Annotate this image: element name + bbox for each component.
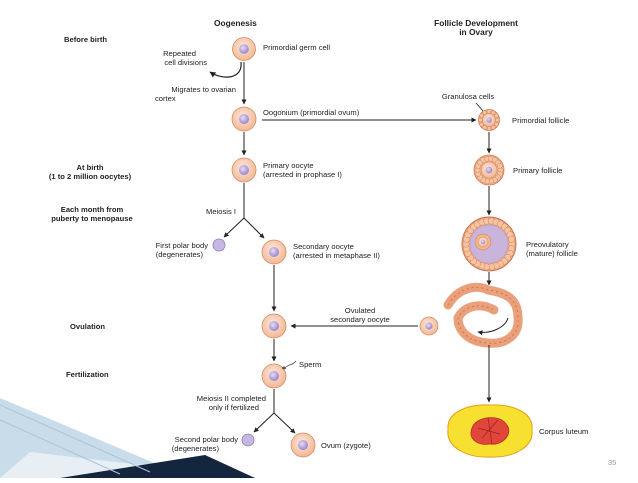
granulosa-cell: [486, 109, 492, 114]
label-meiosis-2-line2: only if fertilized: [209, 403, 259, 412]
granulosa-cell: [479, 113, 484, 118]
granulosa-cell: [479, 122, 484, 127]
label-second-polar-line2: (degenerates): [172, 444, 220, 453]
granulosa-cell: [508, 235, 515, 243]
sperm-icon: [282, 360, 297, 370]
meiosis-2-fork: [253, 389, 296, 434]
granulosa-cell: [497, 163, 503, 169]
label-meiosis-1: Meiosis I: [206, 207, 236, 216]
oogonium-cell: [231, 106, 257, 132]
label-granulosa: Granulosa cells: [442, 92, 495, 101]
granulosa-cell: [494, 122, 499, 127]
corpus-luteum: [447, 404, 533, 458]
heading-oogenesis: Oogenesis: [214, 18, 257, 28]
label-migrates-line2: cortex: [155, 94, 176, 103]
first-polar-body: [212, 238, 226, 252]
stage-fertilization: Fertilization: [66, 370, 109, 379]
label-primordial-follicle: Primordial follicle: [512, 116, 569, 125]
ovum-zygote-cell: [290, 432, 316, 458]
meiosis-1-fork: [223, 183, 265, 239]
stage-monthly-line1: Each month from: [61, 205, 124, 214]
pointer-granulosa: [475, 102, 485, 113]
stage-at-birth-line1: At birth: [77, 163, 104, 172]
primordial-germ-cell: [232, 37, 256, 61]
preovulatory-follicle: [461, 216, 517, 272]
stage-before-birth: Before birth: [64, 35, 107, 44]
granulosa-cell: [482, 125, 487, 130]
heading-follicle-line2: in Ovary: [459, 27, 493, 37]
label-repeated-line1: Repeated: [163, 49, 196, 58]
granulosa-cell: [482, 110, 487, 115]
label-sperm: Sperm: [299, 360, 321, 369]
ruptured-follicle: [443, 282, 523, 348]
label-oogonium: Oogonium (primordial ovum): [263, 108, 360, 117]
granulosa-cell: [491, 110, 496, 115]
ovulated-oocyte-follicle-side: [419, 316, 439, 336]
label-preovulatory-line1: Preovulatory: [526, 240, 569, 249]
label-repeated-line2: cell divisions: [164, 58, 207, 67]
primary-oocyte-cell: [231, 157, 257, 183]
repeat-division-arrow: [209, 61, 242, 78]
label-ovulated-line2: secondary oocyte: [330, 315, 390, 324]
label-first-polar-line1: First polar body: [156, 241, 209, 250]
stage-at-birth-line2: (1 to 2 million oocytes): [49, 172, 132, 181]
granulosa-cell: [491, 125, 496, 130]
fertilized-oocyte-cell: [261, 363, 287, 389]
label-secondary-oocyte-line2: (arrested in metaphase II): [293, 251, 380, 260]
label-corpus-luteum: Corpus luteum: [539, 427, 588, 436]
label-ovum: Ovum (zygote): [321, 441, 371, 450]
label-preovulatory-line2: (mature) follicle: [526, 249, 578, 258]
granulosa-cell: [478, 117, 483, 123]
label-primary-follicle: Primary follicle: [513, 166, 562, 175]
label-primary-oocyte-line2: (arrested in prophase I): [263, 170, 342, 179]
label-second-polar-line1: Second polar body: [175, 435, 239, 444]
primordial-follicle: [478, 109, 500, 131]
slide-corner-decoration: [0, 398, 255, 478]
ovulation-oocyte-cell: [261, 313, 287, 339]
label-secondary-oocyte-line1: Secondary oocyte: [293, 242, 354, 251]
label-first-polar-line2: (degenerates): [156, 250, 204, 259]
secondary-oocyte-cell: [261, 239, 287, 265]
label-meiosis-2-line1: Meiosis II completed: [197, 394, 266, 403]
label-migrates-line1: Migrates to ovarian: [171, 85, 236, 94]
stage-monthly-line2: puberty to menopause: [51, 214, 132, 223]
primary-follicle: [473, 154, 505, 186]
granulosa-cell: [486, 126, 492, 131]
label-ovulated-line1: Ovulated: [345, 306, 375, 315]
label-primary-oocyte-line1: Primary oocyte: [263, 161, 314, 170]
granulosa-cell: [495, 117, 500, 123]
second-polar-body: [241, 433, 255, 447]
page-number: 35: [608, 458, 616, 467]
granulosa-cell: [494, 113, 499, 118]
heading-follicle-line1: Follicle Development: [434, 18, 518, 28]
stage-ovulation: Ovulation: [70, 322, 105, 331]
label-primordial-germ-cell: Primordial germ cell: [263, 43, 330, 52]
